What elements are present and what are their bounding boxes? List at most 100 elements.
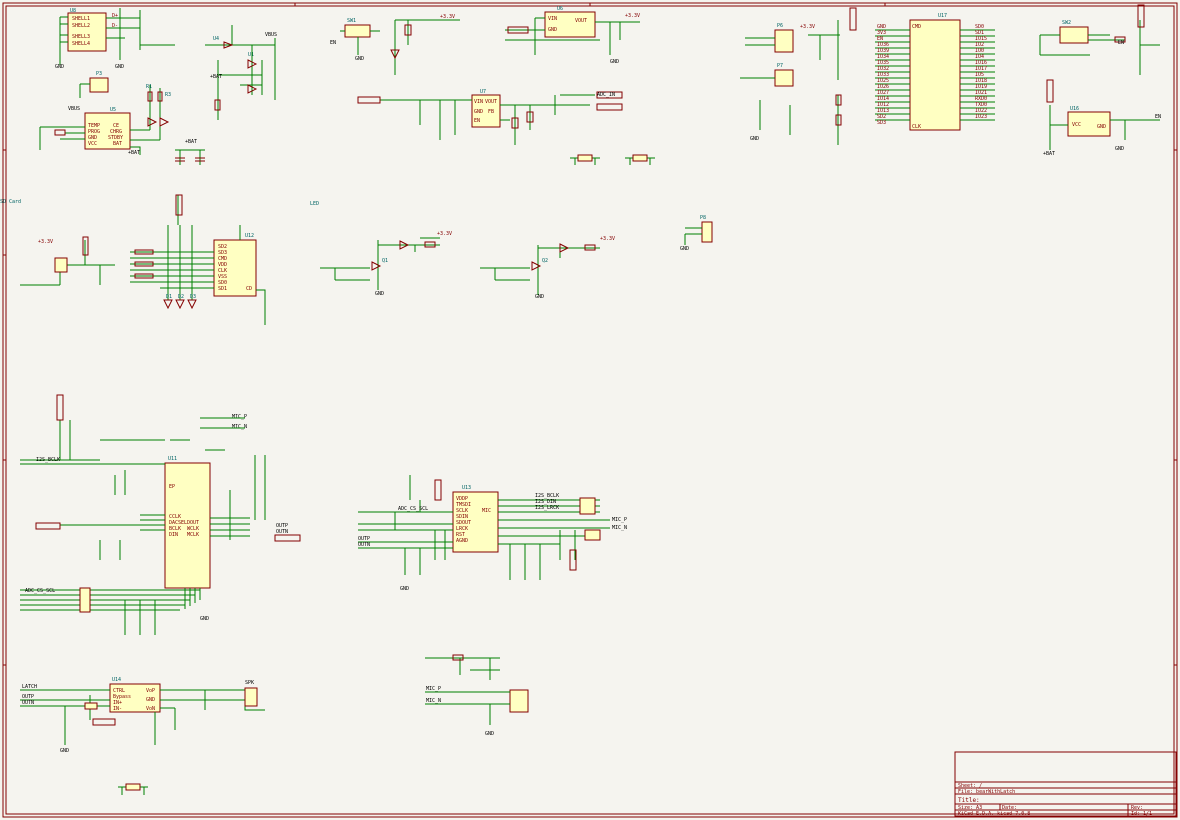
- battery-caps: +BAT: [175, 139, 205, 165]
- svg-text:SHELL4: SHELL4: [72, 41, 90, 47]
- svg-text:VIN: VIN: [548, 16, 557, 22]
- sd-card-block: SD Card U12 SD2 SD3 CMD VDD CLK VSS SD0 …: [0, 194, 266, 325]
- svg-text:VOUT: VOUT: [575, 18, 587, 24]
- svg-text:Size: A3: Size: A3: [958, 805, 982, 811]
- battery-conn-right: P6 P7 +3.3V: [740, 7, 857, 145]
- svg-text:IO14: IO14: [877, 96, 889, 102]
- svg-text:CHRG: CHRG: [110, 129, 122, 135]
- svg-text:+3.3V: +3.3V: [38, 239, 53, 245]
- title-block: Sheet: / File: bearWithLatch Title: Size…: [954, 751, 1177, 817]
- svg-text:OUTP: OUTP: [358, 536, 370, 542]
- svg-text:GND: GND: [877, 24, 886, 30]
- svg-text:R1: R1: [146, 84, 152, 90]
- svg-text:D+: D+: [112, 13, 118, 19]
- svg-text:P6: P6: [777, 23, 783, 29]
- svg-text:EN: EN: [877, 36, 883, 42]
- svg-text:IO34: IO34: [877, 54, 889, 60]
- svg-text:SHELL1: SHELL1: [72, 16, 90, 22]
- svg-text:ADC_CS_SCL: ADC_CS_SCL: [398, 506, 428, 512]
- svg-text:IO39: IO39: [877, 48, 889, 54]
- svg-text:MIC: MIC: [482, 508, 491, 514]
- svg-text:SD3: SD3: [218, 250, 227, 256]
- svg-text:GND: GND: [200, 616, 209, 622]
- svg-text:GND: GND: [1115, 146, 1124, 152]
- svg-text:Date:: Date:: [1002, 805, 1017, 811]
- svg-text:3V3: 3V3: [877, 30, 886, 36]
- svg-text:+3.3V: +3.3V: [625, 13, 640, 19]
- svg-text:IO25: IO25: [877, 78, 889, 84]
- svg-text:U12: U12: [245, 233, 254, 239]
- svg-text:MIC_N: MIC_N: [426, 698, 441, 704]
- charger-ic-u5: U5 TEMP PROG GND VCC CE CHRG STDBY BAT R…: [39, 84, 171, 156]
- svg-text:P3: P3: [96, 71, 102, 77]
- svg-text:U8: U8: [70, 8, 76, 14]
- svg-text:CMD: CMD: [912, 24, 921, 30]
- svg-text:IO15: IO15: [975, 36, 987, 42]
- amplifier-u14: U14 CTRL Bypass IN+ IN- VoP GND VoN LATC…: [20, 677, 265, 745]
- svg-text:VDDP: VDDP: [456, 496, 468, 502]
- led-drivers: LED Q1 +3.3V Q2 +3.3V: [310, 201, 615, 295]
- svg-text:FB: FB: [488, 109, 494, 115]
- svg-text:IO2: IO2: [975, 42, 984, 48]
- svg-text:U1: U1: [248, 52, 254, 58]
- svg-text:LED: LED: [310, 201, 319, 207]
- svg-text:SPK: SPK: [245, 680, 254, 686]
- svg-text:SD2: SD2: [218, 244, 227, 250]
- svg-text:GND: GND: [146, 697, 155, 703]
- svg-text:IO5: IO5: [975, 72, 984, 78]
- power-switch-u4: U4 U1 VBUS +BAT: [205, 25, 277, 120]
- svg-text:Q1: Q1: [382, 258, 388, 264]
- svg-text:U13: U13: [462, 485, 471, 491]
- svg-text:IO32: IO32: [877, 66, 889, 72]
- svg-text:ADC_CS_SCL: ADC_CS_SCL: [25, 588, 55, 594]
- svg-text:CMD: CMD: [218, 256, 227, 262]
- svg-text:DOUT: DOUT: [187, 520, 199, 526]
- svg-text:GND: GND: [88, 135, 97, 141]
- svg-text:VoN: VoN: [146, 706, 155, 712]
- svg-text:SD1: SD1: [218, 286, 227, 292]
- svg-text:TXD0: TXD0: [975, 102, 987, 108]
- svg-text:SCLK: SCLK: [456, 508, 468, 514]
- svg-text:TEMP: TEMP: [88, 123, 100, 129]
- svg-text:SD3: SD3: [877, 120, 886, 126]
- svg-text:STDBY: STDBY: [108, 135, 123, 141]
- svg-text:IO26: IO26: [877, 84, 889, 90]
- svg-text:OUTP: OUTP: [276, 523, 288, 529]
- svg-text:IO21: IO21: [975, 90, 987, 96]
- svg-text:D1: D1: [166, 294, 172, 300]
- svg-text:GND: GND: [548, 27, 557, 33]
- svg-text:IO18: IO18: [975, 78, 987, 84]
- usb-connector-u8: U8 SHELL1 SHELL2 SHELL3 SHELL4 D+D-: [59, 8, 175, 65]
- audio-codec-u11: U11 CCLK DACSEL BCLK DIN DOUT WCLK MCLK …: [20, 394, 301, 635]
- svg-text:R3: R3: [165, 92, 171, 98]
- svg-text:IO0: IO0: [975, 48, 984, 54]
- buck-converter-u7: U7 VIN GND EN VOUT FB ADC_IN: [357, 89, 623, 145]
- svg-text:I2S_DIN: I2S_DIN: [535, 499, 556, 505]
- svg-text:IN+: IN+: [113, 700, 122, 706]
- svg-text:+BAT: +BAT: [185, 139, 197, 145]
- svg-text:+BAT: +BAT: [128, 150, 140, 156]
- reset-led-block: SW1 EN +3.3V: [330, 14, 460, 75]
- svg-text:GND: GND: [680, 246, 689, 252]
- svg-text:P7: P7: [777, 63, 783, 69]
- svg-text:SD1: SD1: [975, 30, 984, 36]
- svg-text:IO35: IO35: [877, 60, 889, 66]
- svg-text:SHELL2: SHELL2: [72, 23, 90, 29]
- svg-text:CLK: CLK: [912, 124, 921, 130]
- latch-circuit: SW2 EN: [1039, 4, 1160, 103]
- svg-text:SW1: SW1: [347, 18, 356, 24]
- svg-text:TMSDI: TMSDI: [456, 502, 471, 508]
- svg-text:I2S_LRCK: I2S_LRCK: [535, 505, 559, 511]
- svg-text:IO23: IO23: [975, 114, 987, 120]
- svg-text:OUTP: OUTP: [22, 694, 34, 700]
- svg-text:VBUS: VBUS: [68, 106, 80, 112]
- svg-text:IO22: IO22: [975, 108, 987, 114]
- svg-text:VoP: VoP: [146, 688, 155, 694]
- svg-text:CE: CE: [113, 123, 119, 129]
- svg-text:SHELL3: SHELL3: [72, 34, 90, 40]
- svg-text:+BAT: +BAT: [1043, 151, 1055, 157]
- svg-text:Sheet: /: Sheet: /: [958, 783, 982, 789]
- svg-text:GND: GND: [610, 59, 619, 65]
